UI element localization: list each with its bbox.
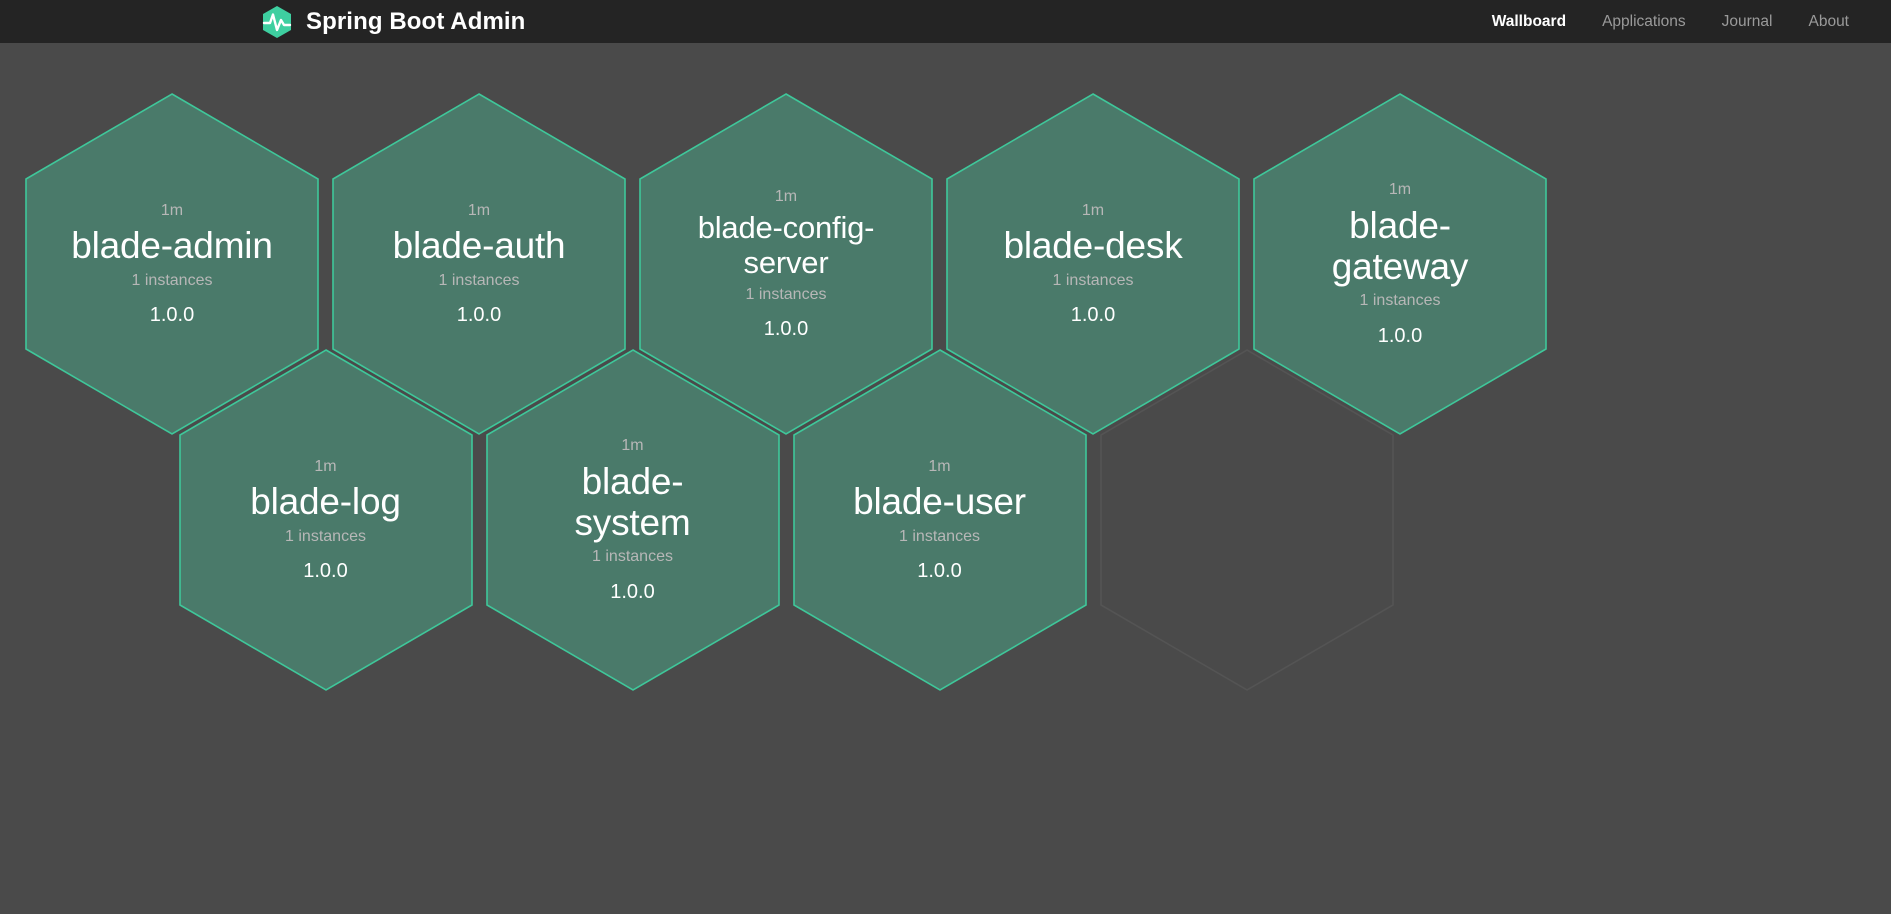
primary-nav: Wallboard Applications Journal About <box>1474 0 1891 43</box>
hex-uptime-status: 1m <box>314 457 337 475</box>
hexagon-shape <box>1099 349 1394 691</box>
hex-tile-content: 1m blade-config-server 1 instances 1.0.0 <box>638 93 934 435</box>
hex-tile-content: 1m blade-gateway 1 instances 1.0.0 <box>1252 93 1548 435</box>
hex-application-name: blade-admin <box>71 225 273 267</box>
nav-link-about[interactable]: About <box>1808 13 1849 30</box>
hex-instance-count: 1 instances <box>745 285 827 303</box>
hex-uptime-status: 1m <box>774 187 798 205</box>
nav-link-journal[interactable]: Journal <box>1721 13 1773 30</box>
hex-tile-content: 1m blade-auth 1 instances 1.0.0 <box>331 93 627 435</box>
application-hex-tile[interactable]: 1m blade-log 1 instances 1.0.0 <box>178 349 474 691</box>
hex-tile-content: 1m blade-desk 1 instances 1.0.0 <box>945 93 1241 435</box>
hex-uptime-status: 1m <box>467 201 491 219</box>
application-hex-tile[interactable]: 1m blade-config-server 1 instances 1.0.0 <box>638 93 934 435</box>
application-hex-tile[interactable]: 1m blade-desk 1 instances 1.0.0 <box>945 93 1241 435</box>
application-hex-tile[interactable]: 1m blade-admin 1 instances 1.0.0 <box>24 93 320 435</box>
hex-tile-content: 1m blade-log 1 instances 1.0.0 <box>178 349 474 691</box>
application-hex-tile[interactable]: 1m blade-gateway 1 instances 1.0.0 <box>1252 93 1548 435</box>
hexagon-shape <box>639 93 933 435</box>
empty-hex-placeholder <box>1099 349 1395 691</box>
hexagon-shape <box>332 93 626 435</box>
hexagon-shape <box>485 349 780 691</box>
nav-link-wallboard[interactable]: Wallboard <box>1491 13 1567 30</box>
hexagon-shape <box>178 349 473 691</box>
hexagon-shape <box>1253 93 1547 435</box>
hex-application-version: 1.0.0 <box>1070 304 1116 327</box>
hexagon-heartbeat-icon <box>258 3 296 41</box>
hexagon-grid: 1m blade-admin 1 instances 1.0.0 1m blade-aut… <box>0 43 1891 914</box>
top-navbar: Spring Boot Admin Wallboard Applications… <box>0 0 1891 43</box>
hex-tile-content: 1m blade-system 1 instances 1.0.0 <box>485 349 781 691</box>
hex-instance-count: 1 instances <box>899 527 980 545</box>
hex-instance-count: 1 instances <box>131 271 213 289</box>
hex-application-version: 1.0.0 <box>763 318 809 341</box>
hex-application-name: blade-system <box>574 460 691 543</box>
hex-uptime-status: 1m <box>1388 180 1412 198</box>
hex-uptime-status: 1m <box>928 457 951 475</box>
hex-application-name: blade-log <box>250 481 401 523</box>
hex-uptime-status: 1m <box>621 436 644 454</box>
hex-instance-count: 1 instances <box>592 548 673 566</box>
wallboard-canvas: 1m blade-admin 1 instances 1.0.0 1m blade-aut… <box>0 43 1891 914</box>
hex-application-version: 1.0.0 <box>456 304 502 327</box>
hex-application-name: blade-desk <box>1003 225 1183 267</box>
nav-link-applications[interactable]: Applications <box>1602 13 1686 30</box>
application-hex-tile[interactable]: 1m blade-system 1 instances 1.0.0 <box>485 349 781 691</box>
hex-uptime-status: 1m <box>160 201 184 219</box>
hex-application-name: blade-auth <box>392 225 566 267</box>
brand-home-link[interactable]: Spring Boot Admin <box>258 3 525 41</box>
hex-application-version: 1.0.0 <box>610 581 655 604</box>
application-hex-tile[interactable]: 1m blade-user 1 instances 1.0.0 <box>792 349 1088 691</box>
hex-instance-count: 1 instances <box>1359 292 1441 310</box>
hexagon-shape <box>25 93 319 435</box>
hex-instance-count: 1 instances <box>1052 271 1134 289</box>
hex-application-version: 1.0.0 <box>1377 325 1423 348</box>
hex-uptime-status: 1m <box>1081 201 1105 219</box>
hex-application-version: 1.0.0 <box>303 560 348 583</box>
hex-instance-count: 1 instances <box>438 271 520 289</box>
hex-application-name: blade-user <box>853 481 1026 523</box>
application-hex-tile[interactable]: 1m blade-auth 1 instances 1.0.0 <box>331 93 627 435</box>
hex-application-name: blade-gateway <box>1331 204 1469 287</box>
hexagon-shape <box>946 93 1240 435</box>
hex-application-version: 1.0.0 <box>149 304 195 327</box>
hex-tile-content: 1m blade-admin 1 instances 1.0.0 <box>24 93 320 435</box>
hex-tile-content: 1m blade-user 1 instances 1.0.0 <box>792 349 1088 691</box>
hex-application-name: blade-config-server <box>697 210 875 280</box>
brand-title: Spring Boot Admin <box>306 7 526 35</box>
hex-application-version: 1.0.0 <box>917 560 962 583</box>
hex-instance-count: 1 instances <box>285 527 366 545</box>
hexagon-shape <box>792 349 1087 691</box>
